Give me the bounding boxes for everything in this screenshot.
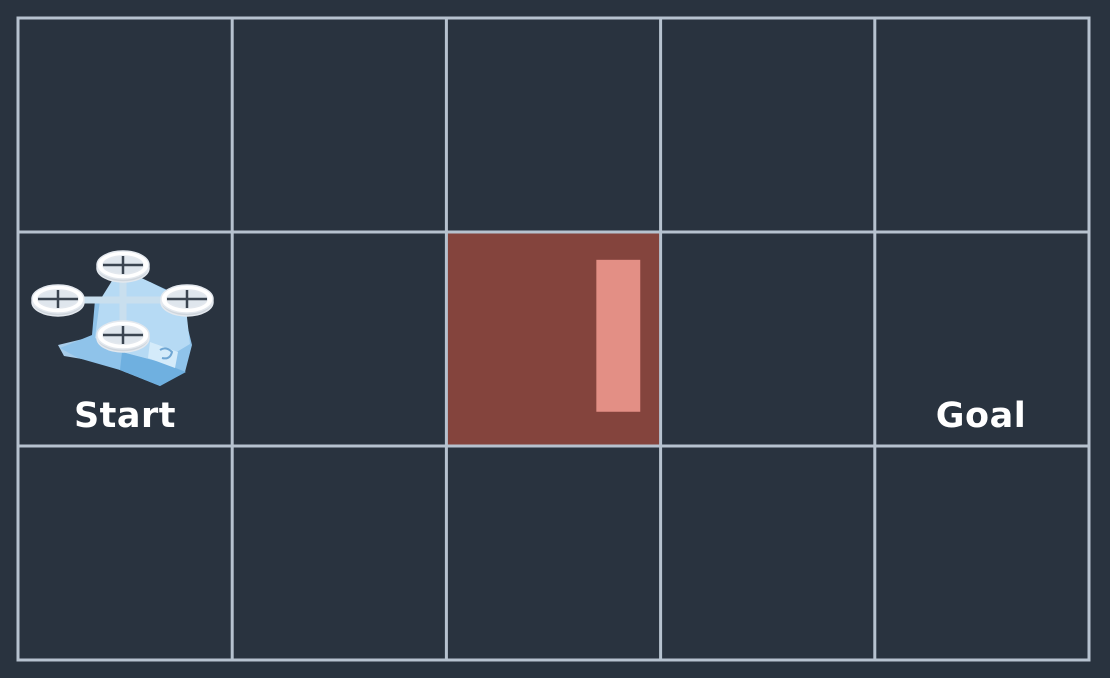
drone-icon <box>31 250 214 386</box>
start-label: Start <box>73 396 177 436</box>
grid-lines <box>16 16 1091 662</box>
goal-label: Goal <box>935 396 1027 436</box>
obstacle-block <box>596 259 641 412</box>
